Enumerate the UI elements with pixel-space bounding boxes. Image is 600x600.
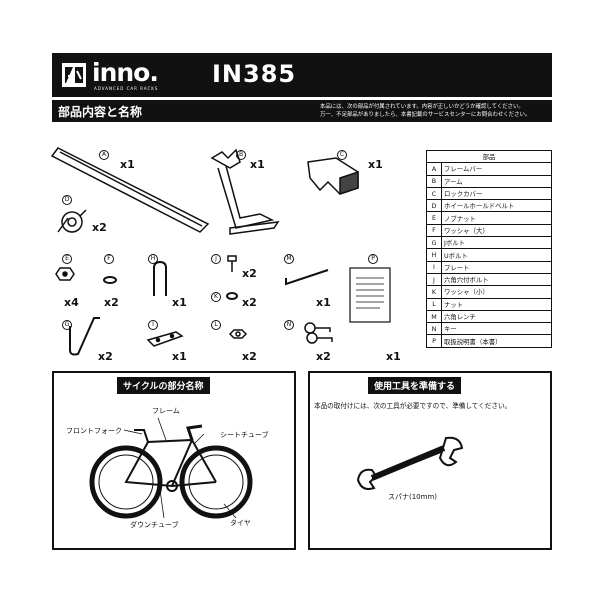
frame-bar-icon xyxy=(50,147,210,233)
qty-n: x2 xyxy=(316,350,331,363)
plate-icon xyxy=(146,331,184,347)
bicycle-box-title: サイクルの部分名称 xyxy=(117,377,210,394)
nut-icon xyxy=(228,329,248,339)
tools-box-title: 使用工具を準備する xyxy=(368,377,462,394)
header-bar: inno. ADVANCED CAR RACKS IN385 xyxy=(52,53,552,97)
j-bolt-icon xyxy=(69,317,100,356)
qty-a: x1 xyxy=(120,158,135,171)
part-letter-n: N xyxy=(284,320,294,330)
part-letter-i: I xyxy=(148,320,158,330)
washer-large-icon xyxy=(103,276,117,284)
brand-logo-text: inno. xyxy=(92,58,159,87)
parts-illustration xyxy=(50,147,391,356)
part-letter-k: K xyxy=(211,292,221,302)
part-letter-b: B xyxy=(236,150,246,160)
part-letter-h: H xyxy=(148,254,158,264)
qty-i: x1 xyxy=(172,350,187,363)
spanner-label: スパナ(10mm) xyxy=(388,493,438,501)
tools-box xyxy=(308,371,552,550)
qty-l: x2 xyxy=(242,350,257,363)
model-number: IN385 xyxy=(212,60,297,88)
part-letter-a: A xyxy=(99,150,109,160)
brand-tagline: ADVANCED CAR RACKS xyxy=(94,86,159,91)
bicycle-parts-box xyxy=(52,371,296,550)
u-bolt-icon xyxy=(153,260,167,296)
note-line-2: 万一、不足部品がありましたら、本書記載のサービスセンターにお問合わせください。 xyxy=(320,112,531,118)
qty-p: x1 xyxy=(386,350,401,363)
hex-bolt-icon xyxy=(227,255,237,272)
part-letter-f: F xyxy=(104,254,114,264)
qty-k: x2 xyxy=(242,296,257,309)
wheel-hold-belt-icon xyxy=(57,209,87,233)
part-letter-c: C xyxy=(337,150,347,160)
qty-b: x1 xyxy=(250,158,265,171)
label-seat-tube: シートチューブ xyxy=(220,431,269,439)
part-letter-d: D xyxy=(62,195,72,205)
knob-nut-icon xyxy=(55,267,75,281)
qty-e: x4 xyxy=(64,296,79,309)
qty-h: x1 xyxy=(172,296,187,309)
tools-description: 本品の取付けには、次の工具が必要ですので、準備してください。 xyxy=(314,402,512,410)
part-letter-e: E xyxy=(62,254,72,264)
qty-d: x2 xyxy=(92,221,107,234)
part-letter-g: G xyxy=(62,320,72,330)
part-letter-p: P xyxy=(368,254,378,264)
lock-cover-icon xyxy=(307,157,359,196)
bicycle-icon xyxy=(89,417,253,519)
label-front-fork: フロントフォーク xyxy=(66,427,122,435)
part-letter-m: M xyxy=(284,254,294,264)
inno-logo-icon xyxy=(62,63,86,87)
label-down-tube: ダウンチューブ xyxy=(130,521,179,529)
parts-section-bar: 部品内容と名称 本品には、次の部品が付属されています。内容が正しいかどうか確認し… xyxy=(52,100,552,122)
label-tire: タイヤ xyxy=(230,519,251,527)
spanner-icon xyxy=(356,436,464,490)
part-letter-l: L xyxy=(211,320,221,330)
note-line-1: 本品には、次の部品が付属されています。内容が正しいかどうか確認してください。 xyxy=(320,104,524,110)
qty-g: x2 xyxy=(98,350,113,363)
manual-icon xyxy=(349,267,391,323)
qty-c: x1 xyxy=(368,158,383,171)
hex-wrench-icon xyxy=(285,269,329,286)
section-note: 本品には、次の部品が付属されています。内容が正しいかどうか確認してください。 万… xyxy=(320,103,548,119)
arm-icon xyxy=(210,148,280,235)
qty-f: x2 xyxy=(104,296,119,309)
label-frame: フレーム xyxy=(152,407,180,415)
key-icon xyxy=(304,322,333,344)
washer-small-icon xyxy=(226,292,238,300)
part-letter-j: J xyxy=(211,254,221,264)
section-title: 部品内容と名称 xyxy=(58,105,143,119)
qty-m: x1 xyxy=(316,296,331,309)
qty-j: x2 xyxy=(242,267,257,280)
parts-table-header: 部品 xyxy=(426,149,552,164)
